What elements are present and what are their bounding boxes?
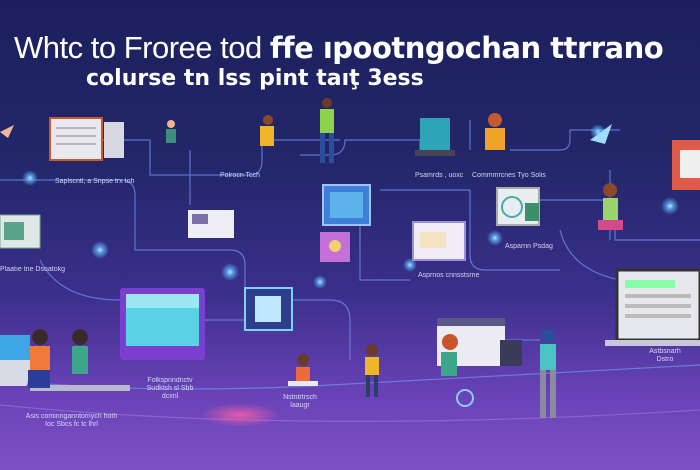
- chart-icon: [0, 214, 41, 249]
- pink-glow: [200, 403, 280, 427]
- label: Asprnos cnnsstsrne: [418, 272, 480, 279]
- monitor-icon: [322, 184, 371, 226]
- label: Asparnn Psdag: [505, 243, 553, 250]
- rocket-icon: [0, 124, 612, 144]
- label: Polrocn Tcch: [220, 172, 260, 179]
- title-bold: ffe ıpootngochan ttrrano: [269, 31, 664, 65]
- page-title-line1: Whtc to Froree tod ffe ıpootngochan ttrr…: [14, 30, 664, 66]
- label: Plaatıe tne Dsoatokg: [0, 266, 65, 273]
- monitor-icon: [412, 221, 466, 261]
- book-icon: [320, 232, 350, 262]
- person-icon: [28, 98, 623, 418]
- label: Astbsnarh Dstro: [649, 348, 681, 363]
- connector-lines: [0, 120, 700, 422]
- label: Nstntrtrsch laaugr: [283, 394, 317, 409]
- monitor-icon: [188, 210, 234, 238]
- label: Asis cominnganntomych hoth Ioc Sbcs fc t…: [25, 413, 118, 428]
- monitor-icon: [672, 140, 700, 190]
- label: Psamrds , uoxc: [415, 172, 464, 179]
- document-icon: [49, 117, 124, 161]
- glow-sparks: [22, 124, 679, 289]
- laptop-icon: [0, 335, 130, 391]
- monitor-icon: [415, 118, 455, 156]
- label: Commmrcnes Tyo Solis: [472, 172, 546, 179]
- monitor-icon: [605, 268, 700, 346]
- label: Saplscntl, a Snpse trx toh: [55, 178, 135, 185]
- label: Folkspnndnctv Sudktsh sl Sbb dcxnl: [146, 377, 194, 400]
- page-title-line2: colurse tn lss pint taıţ 3ess: [86, 66, 424, 91]
- monitor-icon: [244, 287, 293, 331]
- monitor-icon: [120, 288, 205, 360]
- title-light: Whtc to Froree tod: [14, 30, 262, 65]
- monitor-icon: [496, 187, 540, 226]
